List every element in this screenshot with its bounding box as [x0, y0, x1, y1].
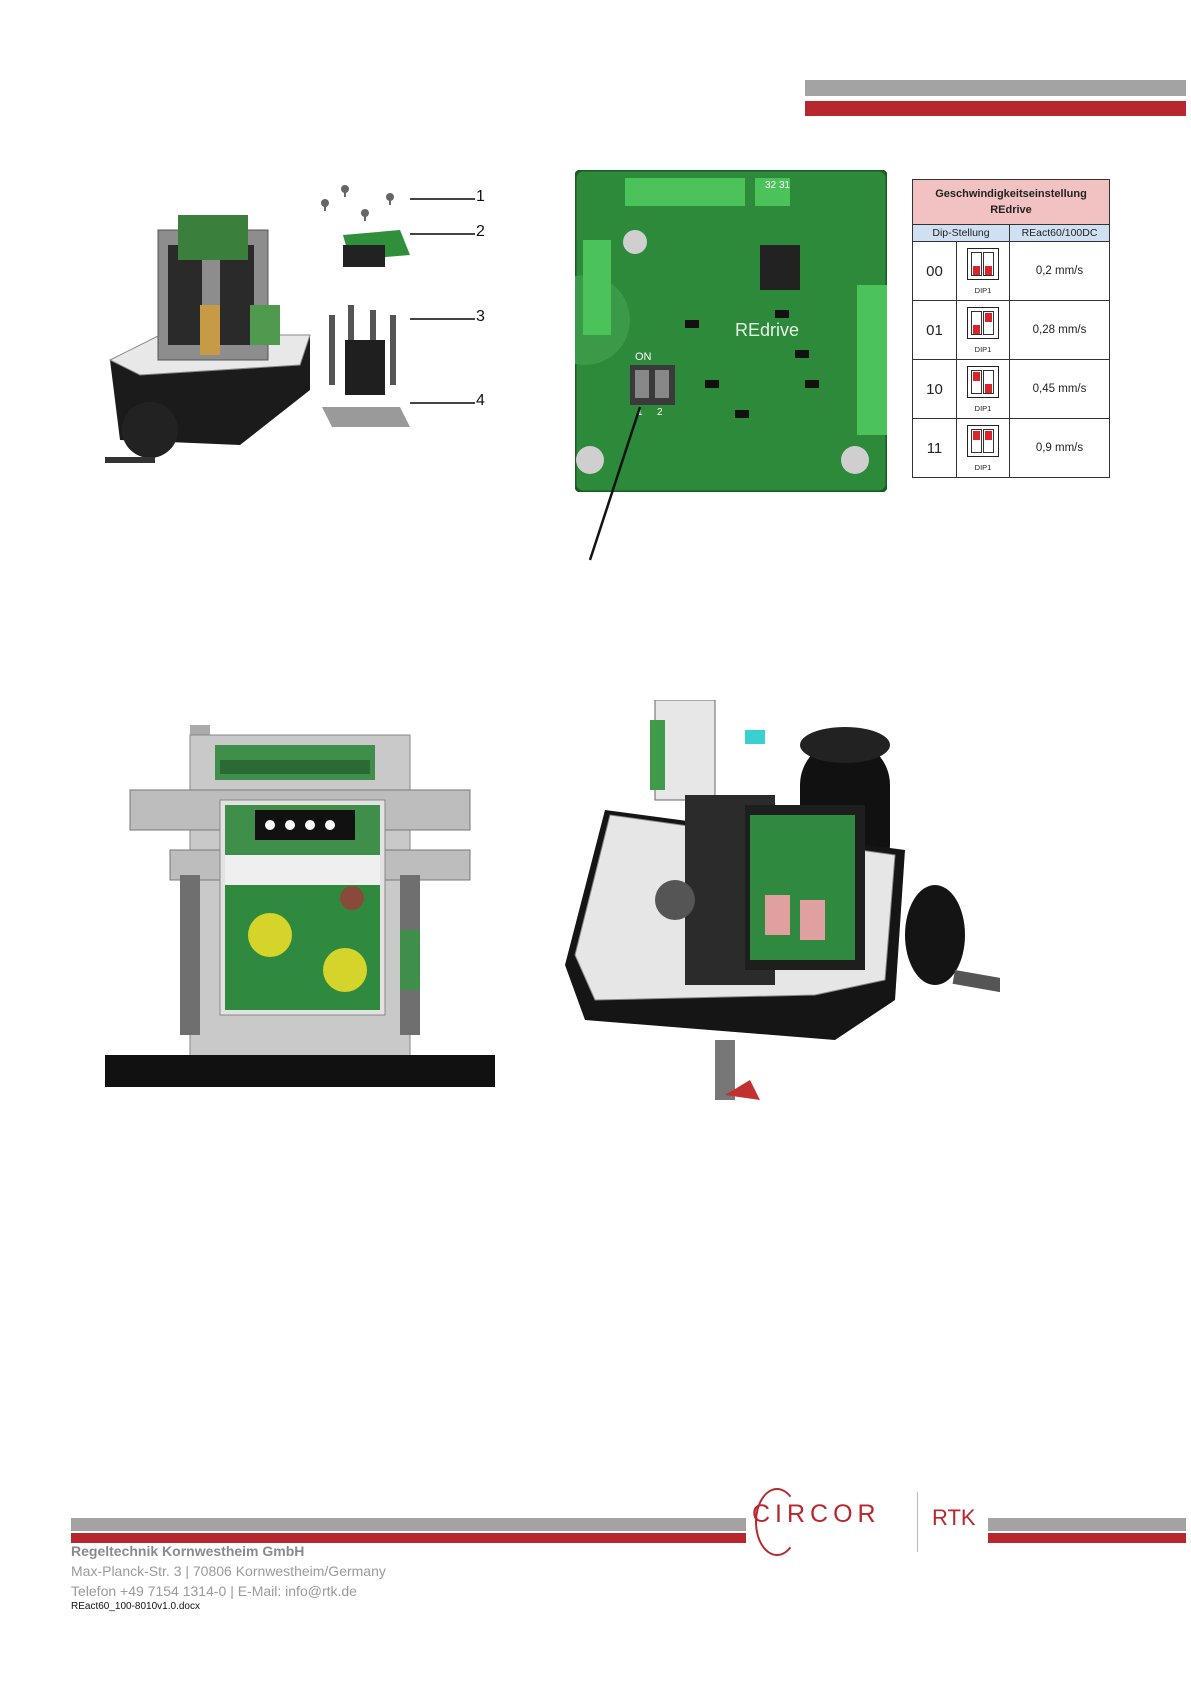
footer-contact: Telefon +49 7154 1314-0 | E-Mail: info@r… [71, 1583, 357, 1599]
circor-logo-text: CIRCOR [752, 1500, 881, 1528]
header-bar-gray [805, 80, 1186, 96]
dip-switch-cell: DIP1 [956, 418, 1010, 478]
power-supply-illustration [105, 725, 495, 1087]
footer-bar-gray-left [71, 1518, 746, 1531]
speed-row-00: 00 DIP1 0,2 mm/s [912, 241, 1110, 301]
dip-code: 01 [912, 300, 957, 360]
circor-logo-swoosh [755, 1488, 799, 1556]
speed-row-11: 11 DIP1 0,9 mm/s [912, 418, 1110, 478]
switch-1-label: 1 [637, 407, 643, 418]
dip-label: DIP1 [974, 462, 992, 472]
speed-table-title-line1: Geschwindigkeitseinstellung [935, 188, 1087, 200]
open-housing-figure [565, 699, 1010, 1110]
logo-divider [917, 1492, 918, 1552]
speed-value: 0,45 mm/s [1009, 359, 1110, 419]
callout-line-1 [410, 198, 475, 200]
dip-label: DIP1 [974, 285, 992, 295]
callout-number-3: 3 [476, 308, 485, 325]
speed-settings-table: Geschwindigkeitseinstellung REdrive Dip-… [912, 179, 1110, 478]
dip-switch-icon [967, 306, 999, 339]
terminal-label-31: 31 [779, 180, 791, 191]
callout-number-4: 4 [476, 392, 485, 409]
pcb-board-name: REdrive [735, 320, 799, 340]
dip-label: DIP1 [974, 344, 992, 354]
speed-table-title-line2: REdrive [990, 204, 1032, 216]
open-housing-illustration [565, 699, 1010, 1100]
footer-bar-red-right [988, 1533, 1186, 1543]
callout-number-2: 2 [476, 223, 485, 240]
actuator-exploded-figure [100, 175, 500, 480]
footer-bar-red-left [71, 1533, 746, 1543]
footer-filename: REact60_100-8010v1.0.docx [71, 1601, 200, 1612]
dip-switch-cell: DIP1 [956, 241, 1010, 301]
dip-switch-cell: DIP1 [956, 300, 1010, 360]
speed-value: 0,9 mm/s [1009, 418, 1110, 478]
dip-switch-icon [967, 424, 999, 457]
terminal-label-32: 32 [765, 180, 777, 191]
dip-label: DIP1 [974, 403, 992, 413]
dip-switch-cell: DIP1 [956, 359, 1010, 419]
dip-code: 00 [912, 241, 957, 301]
speed-row-01: 01 DIP1 0,28 mm/s [912, 300, 1110, 360]
dip-switch-icon [967, 247, 999, 280]
callout-line-3 [410, 318, 475, 320]
speed-value: 0,2 mm/s [1009, 241, 1110, 301]
dip-pointer-line [588, 406, 642, 561]
speed-value: 0,28 mm/s [1009, 300, 1110, 360]
actuator-exploded-illustration [105, 185, 410, 463]
speed-table-title: Geschwindigkeitseinstellung REdrive [912, 179, 1110, 225]
footer-address: Max-Planck-Str. 3 | 70806 Kornwestheim/G… [71, 1563, 386, 1579]
callout-number-1: 1 [476, 188, 485, 205]
col-header-model: REact60/100DC [1009, 224, 1110, 242]
power-supply-figure [105, 725, 495, 1087]
col-header-dip: Dip-Stellung [912, 224, 1010, 242]
header-bar-red [805, 101, 1186, 116]
switch-on-label: ON [635, 351, 652, 363]
footer-company-name: Regeltechnik Kornwestheim GmbH [71, 1543, 305, 1559]
dip-code: 11 [912, 418, 957, 478]
dip-switch-icon [967, 365, 999, 398]
speed-row-10: 10 DIP1 0,45 mm/s [912, 359, 1110, 419]
callout-line-4 [410, 402, 475, 404]
dip-code: 10 [912, 359, 957, 419]
footer-bar-gray-right [988, 1518, 1186, 1531]
rtk-logo-text: RTK [932, 1505, 976, 1530]
switch-2-label: 2 [657, 407, 663, 418]
callout-line-2 [410, 233, 475, 235]
